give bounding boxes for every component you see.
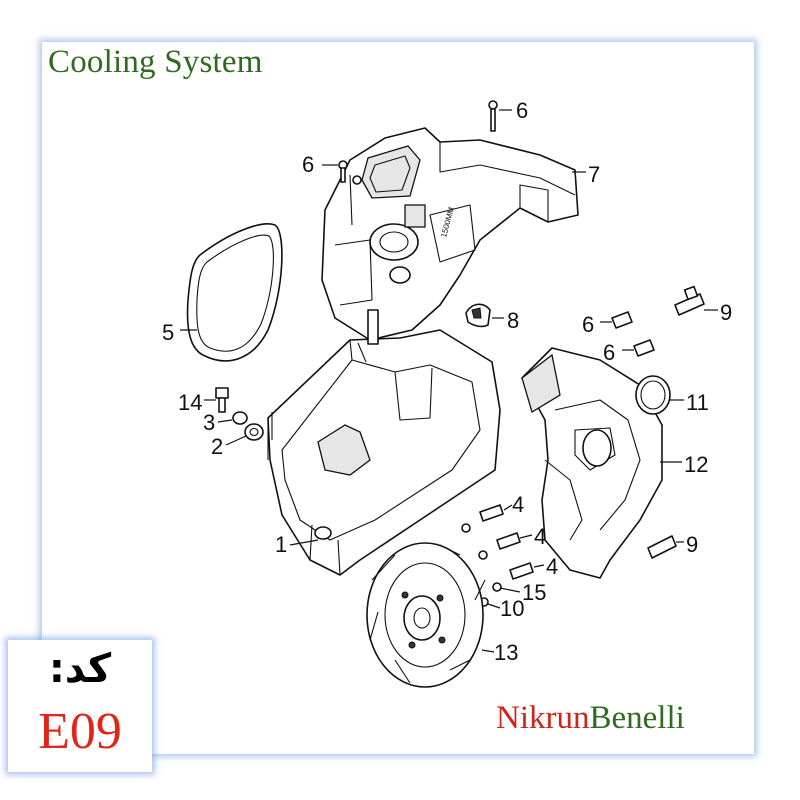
callout-label: 2 bbox=[211, 434, 223, 459]
callout-labels: 6 6 7 5 8 6 9 6 14 3 2 11 12 4 4 1 9 4 1… bbox=[162, 98, 732, 665]
callout-label: 9 bbox=[686, 532, 698, 557]
part-gasket bbox=[186, 223, 283, 362]
part-screw bbox=[633, 339, 655, 357]
callout-label: 7 bbox=[588, 162, 600, 187]
part-bolt-small bbox=[215, 387, 229, 413]
leader-lines bbox=[180, 109, 718, 653]
part-o-ring bbox=[635, 375, 671, 415]
part-bolt bbox=[478, 532, 521, 560]
part-screw bbox=[338, 160, 348, 183]
part-side-cover bbox=[521, 347, 663, 579]
code-value: E09 bbox=[38, 703, 122, 760]
callout-label: 6 bbox=[516, 98, 528, 123]
brand-part-2: Benelli bbox=[589, 700, 685, 736]
part-bolt bbox=[674, 285, 705, 316]
callout-label: 8 bbox=[507, 308, 519, 333]
part-upper-shroud: 1500MM bbox=[321, 127, 579, 341]
part-bolt bbox=[647, 535, 677, 559]
code-label: کد: bbox=[48, 646, 112, 692]
callout-label: 11 bbox=[686, 390, 709, 415]
part-lower-housing bbox=[267, 309, 501, 576]
callout-label: 13 bbox=[494, 640, 518, 665]
callout-label: 6 bbox=[582, 312, 594, 337]
brand-part-1: Nikrun bbox=[496, 700, 590, 736]
callout-label: 4 bbox=[512, 492, 524, 517]
callout-label: 14 bbox=[178, 390, 202, 415]
part-cooling-fan bbox=[366, 542, 486, 688]
part-bolt bbox=[479, 562, 534, 607]
callout-label: 10 bbox=[500, 596, 524, 621]
page-title: Cooling System bbox=[48, 44, 263, 80]
callout-label: 15 bbox=[522, 580, 546, 605]
callout-label: 9 bbox=[720, 300, 732, 325]
callout-label: 4 bbox=[546, 554, 558, 579]
part-code-box: کد: E09 bbox=[8, 640, 152, 772]
callout-label: 5 bbox=[162, 320, 174, 345]
callout-label: 4 bbox=[534, 524, 546, 549]
part-clip bbox=[465, 303, 491, 328]
callout-label: 3 bbox=[203, 410, 215, 435]
part-grommet bbox=[244, 423, 264, 441]
part-screw bbox=[611, 311, 633, 329]
brand-watermark: NikrunBenelli bbox=[496, 700, 685, 737]
callout-label: 6 bbox=[603, 340, 615, 365]
callout-label: 6 bbox=[302, 152, 314, 177]
part-bolt bbox=[461, 504, 504, 533]
callout-label: 12 bbox=[684, 452, 708, 477]
part-screw bbox=[488, 100, 498, 132]
callout-label: 1 bbox=[275, 532, 287, 557]
part-bushing bbox=[232, 411, 248, 425]
